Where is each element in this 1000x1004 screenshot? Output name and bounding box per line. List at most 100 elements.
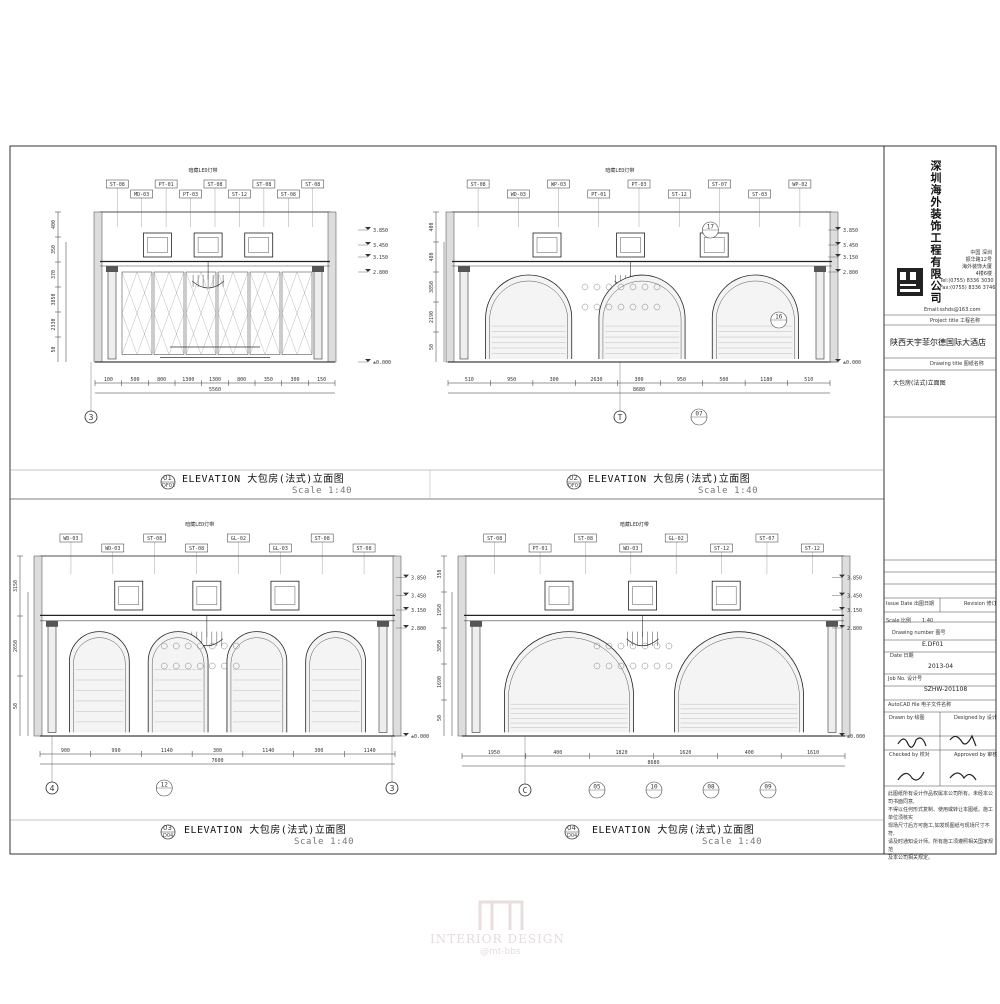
dimension-value: 950 [677, 377, 686, 383]
caption-title: ELEVATION 大包房(法式)立面图 [182, 474, 345, 485]
height-value: 2330 [51, 318, 57, 330]
level-triangle [839, 592, 845, 596]
material-tag: ST-08 [189, 546, 204, 552]
total-width: 8680 [647, 760, 659, 766]
dimension-value: 1140 [262, 748, 274, 754]
material-tag: GL-02 [669, 536, 684, 542]
caption-circle-04 [564, 824, 580, 840]
material-tag: GL-02 [231, 536, 246, 542]
autocad-label: AutoCAD file 电子文件名称 [888, 702, 952, 708]
lighting-note: 暗藏LED灯带 [188, 167, 217, 174]
right-wall-section [841, 555, 851, 737]
arch [598, 274, 686, 359]
caption-sub: D04 [163, 833, 174, 839]
pilaster [378, 624, 388, 733]
pilaster [107, 268, 117, 360]
section-callout: 05 [588, 781, 606, 799]
right-wall-section [829, 211, 839, 363]
caption-scale: Scale 1:40 [294, 837, 355, 847]
material-tag: ST-08 [281, 192, 296, 198]
arch-inner [602, 280, 682, 359]
diamond-grid [264, 313, 281, 355]
level-triangle [835, 242, 841, 245]
callout-number: 05 [593, 784, 601, 791]
diamond-grid [249, 313, 266, 355]
drawing-title: 大包房(法式)立面图 [893, 380, 946, 387]
diamond-grid [200, 313, 217, 355]
note-line: 现场尺寸后方可施工,如发现图纸与现场尺寸不符, [888, 823, 990, 837]
level-value: 3.850 [843, 228, 858, 234]
height-value: 1690 [437, 676, 443, 688]
dimension-value: 990 [112, 748, 121, 754]
material-tag: ST-08 [471, 182, 486, 188]
caption-title: ELEVATION 大包房(法式)立面图 [588, 474, 751, 485]
pilaster [47, 624, 57, 733]
ornament-scroll [605, 303, 613, 311]
contact-line: Tel:(0755) 8336 3030 [940, 278, 994, 284]
ornament-scroll [161, 642, 168, 650]
dimension-value: 300 [314, 748, 323, 754]
dimension-value: 800 [237, 377, 246, 383]
date-label: Date 日期 [890, 653, 914, 659]
watermark-handle: @mt-bbs [480, 947, 521, 957]
material-tag: ST-08 [305, 182, 320, 188]
arch-inner [230, 637, 284, 733]
material-tag: ST-08 [147, 536, 162, 542]
diamond-grid [281, 271, 313, 355]
dimension-value: 300 [550, 377, 559, 383]
material-tag: ST-12 [672, 192, 687, 198]
diamond-grid [121, 313, 138, 355]
material-tag: ST-07 [712, 182, 727, 188]
caption-scale: Scale 1:40 [702, 837, 763, 847]
date-value: 2013-04 [928, 663, 954, 670]
caption-circle-03 [160, 824, 176, 840]
lighting-note: 暗藏LED灯带 [605, 167, 634, 174]
material-tag: WD-03 [63, 536, 78, 542]
drawing-title-label: Drawing title 图纸名称 [930, 361, 984, 367]
dimension-value: 400 [745, 750, 754, 756]
ornament-scroll [629, 662, 637, 670]
ornament-scroll [653, 283, 661, 291]
ceiling-coffer [244, 232, 274, 258]
ceiling-coffer [544, 580, 574, 611]
level-triangle [835, 254, 841, 257]
grid-label: C [523, 786, 528, 795]
material-tag: ST-08 [256, 182, 271, 188]
grid-bubble [613, 410, 627, 424]
ornament-scroll [665, 662, 673, 670]
diamond-grid [264, 271, 281, 314]
grid-label: 3 [89, 413, 94, 422]
level-value: 3.150 [411, 608, 426, 614]
pilaster-capital [46, 620, 58, 627]
diamond-grid [153, 313, 170, 355]
height-value: 50 [437, 715, 443, 721]
diamond-grid [185, 313, 202, 355]
height-value: 350 [51, 245, 57, 254]
job-no-label: Job No. 设计号 [888, 676, 923, 682]
ceiling-coffer [143, 232, 172, 258]
arch [504, 631, 634, 733]
ornament-scroll [593, 642, 601, 650]
note-line: 此图纸所有设计作品权属本公司所有。未经本公司书面同意, [888, 791, 994, 805]
caption-title: ELEVATION 大包房(法式)立面图 [592, 825, 755, 836]
level-value: 3.850 [847, 576, 862, 582]
grid-bubble [385, 781, 399, 795]
caption-circle-01 [160, 474, 176, 490]
note-line: 及本公司相关规定。 [888, 855, 934, 861]
ornament-scroll [617, 283, 625, 291]
ceiling-coffer-inner [274, 586, 296, 605]
ornament-scroll [233, 662, 240, 670]
diamond-grid [153, 271, 170, 314]
level-triangle [365, 359, 371, 362]
project-title-label: Project title 工程名称 [930, 318, 981, 324]
material-tag: MD-03 [134, 192, 149, 198]
watermark-brand: INTERIOR DESIGN [430, 932, 565, 946]
pilaster [827, 624, 837, 733]
diamond-grid [121, 271, 138, 314]
level-value: ±0.000 [843, 360, 861, 366]
level-triangle [403, 733, 409, 736]
height-value: 50 [51, 346, 57, 352]
